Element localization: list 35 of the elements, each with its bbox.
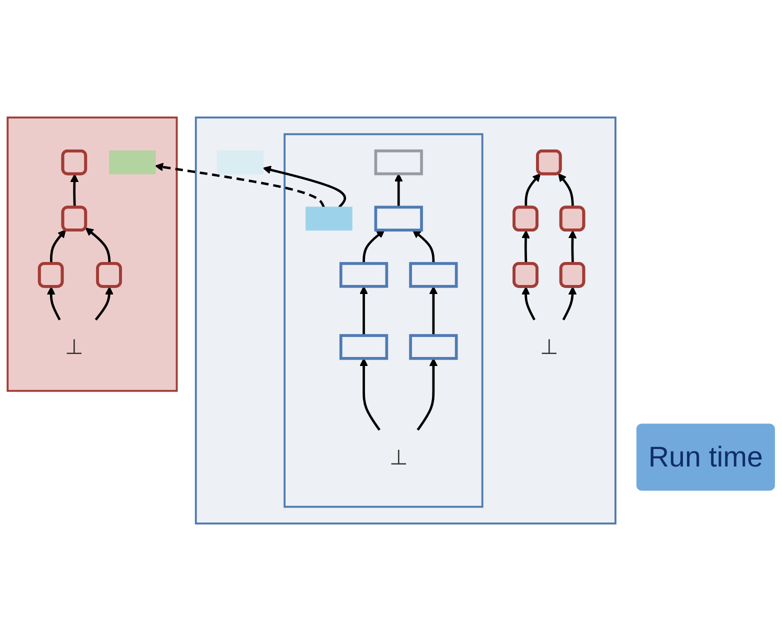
node-box [109,150,156,174]
arrow [394,173,403,208]
arrow [522,230,530,264]
cluster [6,116,178,392]
node-box [339,262,388,288]
node-box [306,206,352,231]
node-text: ⊥ [390,445,408,470]
arrow [85,228,111,264]
arrow [360,286,368,336]
node-text: ⊥ [540,335,558,359]
arrow [262,166,346,208]
arrow [568,230,577,264]
arrow [70,174,79,208]
node-box [409,334,458,360]
node-box [216,150,264,174]
arrow [360,358,380,431]
arrow [362,230,385,264]
arrow [522,286,536,320]
node-text: ⊥ [65,335,84,359]
arrow [154,162,325,208]
node-box [339,334,388,360]
arrow [562,286,577,320]
node-box [374,206,423,232]
arrow [412,230,435,264]
arrow [50,230,66,264]
node-box [374,149,423,176]
arrow [94,286,114,321]
arrow [524,173,541,208]
arrow [416,358,438,431]
arrow [558,173,574,208]
arrow [46,286,61,320]
node-box [409,262,458,288]
cluster [284,133,484,508]
arrow [429,286,438,336]
cluster [194,116,616,524]
